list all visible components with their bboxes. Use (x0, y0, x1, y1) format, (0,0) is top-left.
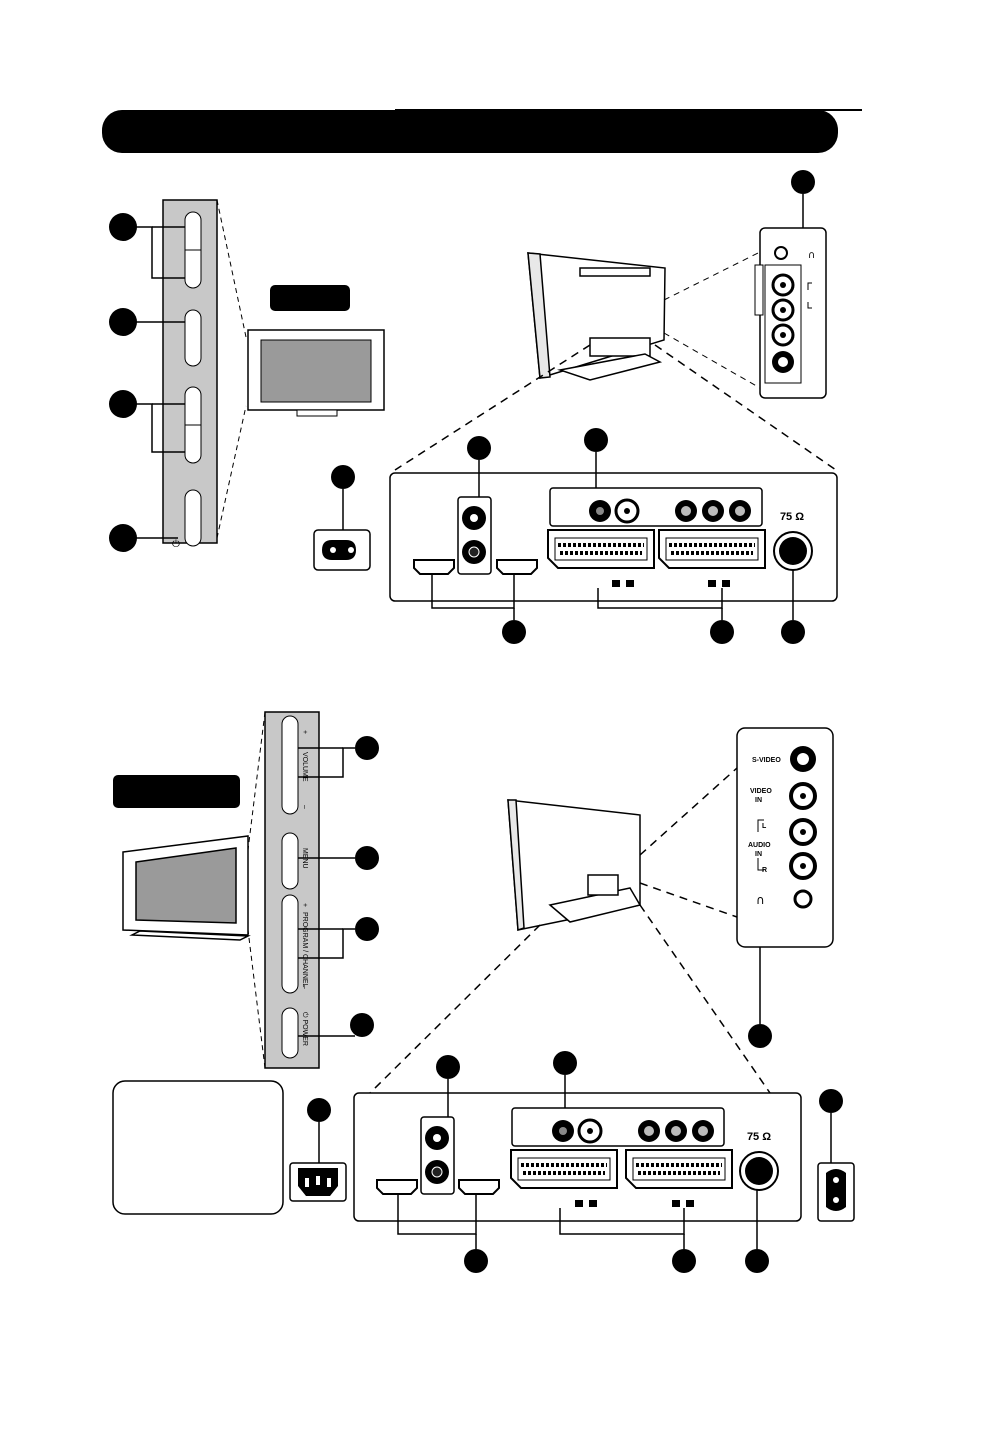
scart-symbol (722, 580, 730, 587)
callout-marker (745, 1249, 769, 1273)
bottom-control-panel (264, 711, 320, 1069)
top-antenna-label: 75 Ω (780, 511, 804, 523)
top-button-menu[interactable] (184, 309, 202, 367)
bottom-power-socket-2pin[interactable] (817, 1162, 855, 1222)
scart-symbol (589, 1200, 597, 1207)
callout-marker (464, 1249, 488, 1273)
top-callouts-left (136, 226, 185, 539)
callout-marker (109, 213, 137, 241)
bottom-label-ch-plus: + (301, 903, 308, 907)
callout-marker (819, 1089, 843, 1113)
headphones-icon: ∩ (756, 893, 765, 907)
scart-symbol (708, 580, 716, 587)
bottom-tv-front (122, 835, 251, 941)
bottom-label-vol-minus: – (301, 805, 308, 809)
headphone-jack[interactable] (793, 889, 813, 909)
top-scart-2[interactable] (658, 529, 766, 569)
bottom-label-power: ⏻ POWER (301, 1012, 309, 1046)
bottom-tv-rear (507, 799, 642, 932)
headphone-jack[interactable] (774, 246, 788, 260)
top-side-connector-panel: ∩ (754, 227, 827, 399)
bottom-button-power[interactable] (281, 1007, 299, 1059)
bottom-antenna-label: 75 Ω (747, 1131, 771, 1143)
bottom-hdmi-1[interactable] (376, 1179, 418, 1195)
top-hdmi-2[interactable] (496, 559, 538, 575)
bottom-digital-audio-block (420, 1116, 455, 1195)
callout-marker (109, 524, 137, 552)
callout-marker (553, 1051, 577, 1075)
bottom-scart-1[interactable] (510, 1149, 618, 1189)
headphones-icon: ∩ (808, 250, 815, 261)
side-label-audio-l: L (762, 823, 767, 830)
top-hdmi-1[interactable] (413, 559, 455, 575)
bottom-label-ch-minus: – (301, 985, 308, 989)
power-icon: ⏻ (172, 539, 180, 550)
scart-symbol (672, 1200, 680, 1207)
side-label-video-1: VIDEO (750, 788, 772, 795)
callout-marker (584, 428, 608, 452)
callout-marker (307, 1098, 331, 1122)
top-antenna-jack[interactable] (773, 531, 813, 571)
side-label-audio-1: AUDIO (748, 842, 771, 849)
bottom-antenna-jack[interactable] (739, 1151, 779, 1191)
callout-marker (791, 170, 815, 194)
top-scart-1[interactable] (547, 529, 655, 569)
bottom-button-volume[interactable] (281, 715, 299, 815)
bottom-label-channel: PROGRAM / CHANNEL (301, 912, 308, 988)
side-label-svideo: S-VIDEO (752, 757, 781, 764)
top-control-panel: ⏻ (162, 199, 218, 550)
callout-marker (109, 390, 137, 418)
callout-marker (672, 1249, 696, 1273)
callout-marker (109, 308, 137, 336)
callout-marker (436, 1055, 460, 1079)
scart-symbol (626, 580, 634, 587)
scart-symbol (575, 1200, 583, 1207)
bottom-button-menu[interactable] (281, 832, 299, 890)
header-bar (102, 110, 838, 153)
callout-marker (355, 736, 379, 760)
bottom-scart-2[interactable] (625, 1149, 733, 1189)
scart-symbol (612, 580, 620, 587)
top-power-socket[interactable] (313, 529, 371, 571)
bottom-label-vol-plus: + (301, 730, 308, 734)
bottom-note-box (112, 1080, 284, 1215)
callout-marker (355, 917, 379, 941)
callout-marker (781, 620, 805, 644)
callout-marker (355, 846, 379, 870)
top-badge (270, 285, 350, 311)
callout-marker (748, 1024, 772, 1048)
side-label-audio-2: IN (755, 851, 762, 858)
side-label-video-2: IN (755, 797, 762, 804)
scart-symbol (686, 1200, 694, 1207)
bottom-hdmi-2[interactable] (458, 1179, 500, 1195)
callout-marker (350, 1013, 374, 1037)
bottom-av-rca-block (511, 1107, 725, 1147)
top-av-rca-block (549, 487, 763, 527)
bottom-button-channel[interactable] (281, 894, 299, 994)
bottom-side-connector-panel: ∩ (736, 727, 834, 948)
callout-marker (467, 436, 491, 460)
callout-marker (331, 465, 355, 489)
bottom-power-socket-iec[interactable] (289, 1162, 347, 1202)
bottom-badge (113, 775, 240, 808)
callout-marker (710, 620, 734, 644)
callout-marker (502, 620, 526, 644)
bottom-label-volume: VOLUME (301, 752, 308, 782)
top-digital-audio-block (457, 496, 492, 575)
top-tv-front (247, 329, 385, 417)
top-button-power[interactable] (184, 489, 202, 547)
side-label-audio-r: R (762, 867, 767, 874)
top-tv-rear (527, 252, 666, 381)
